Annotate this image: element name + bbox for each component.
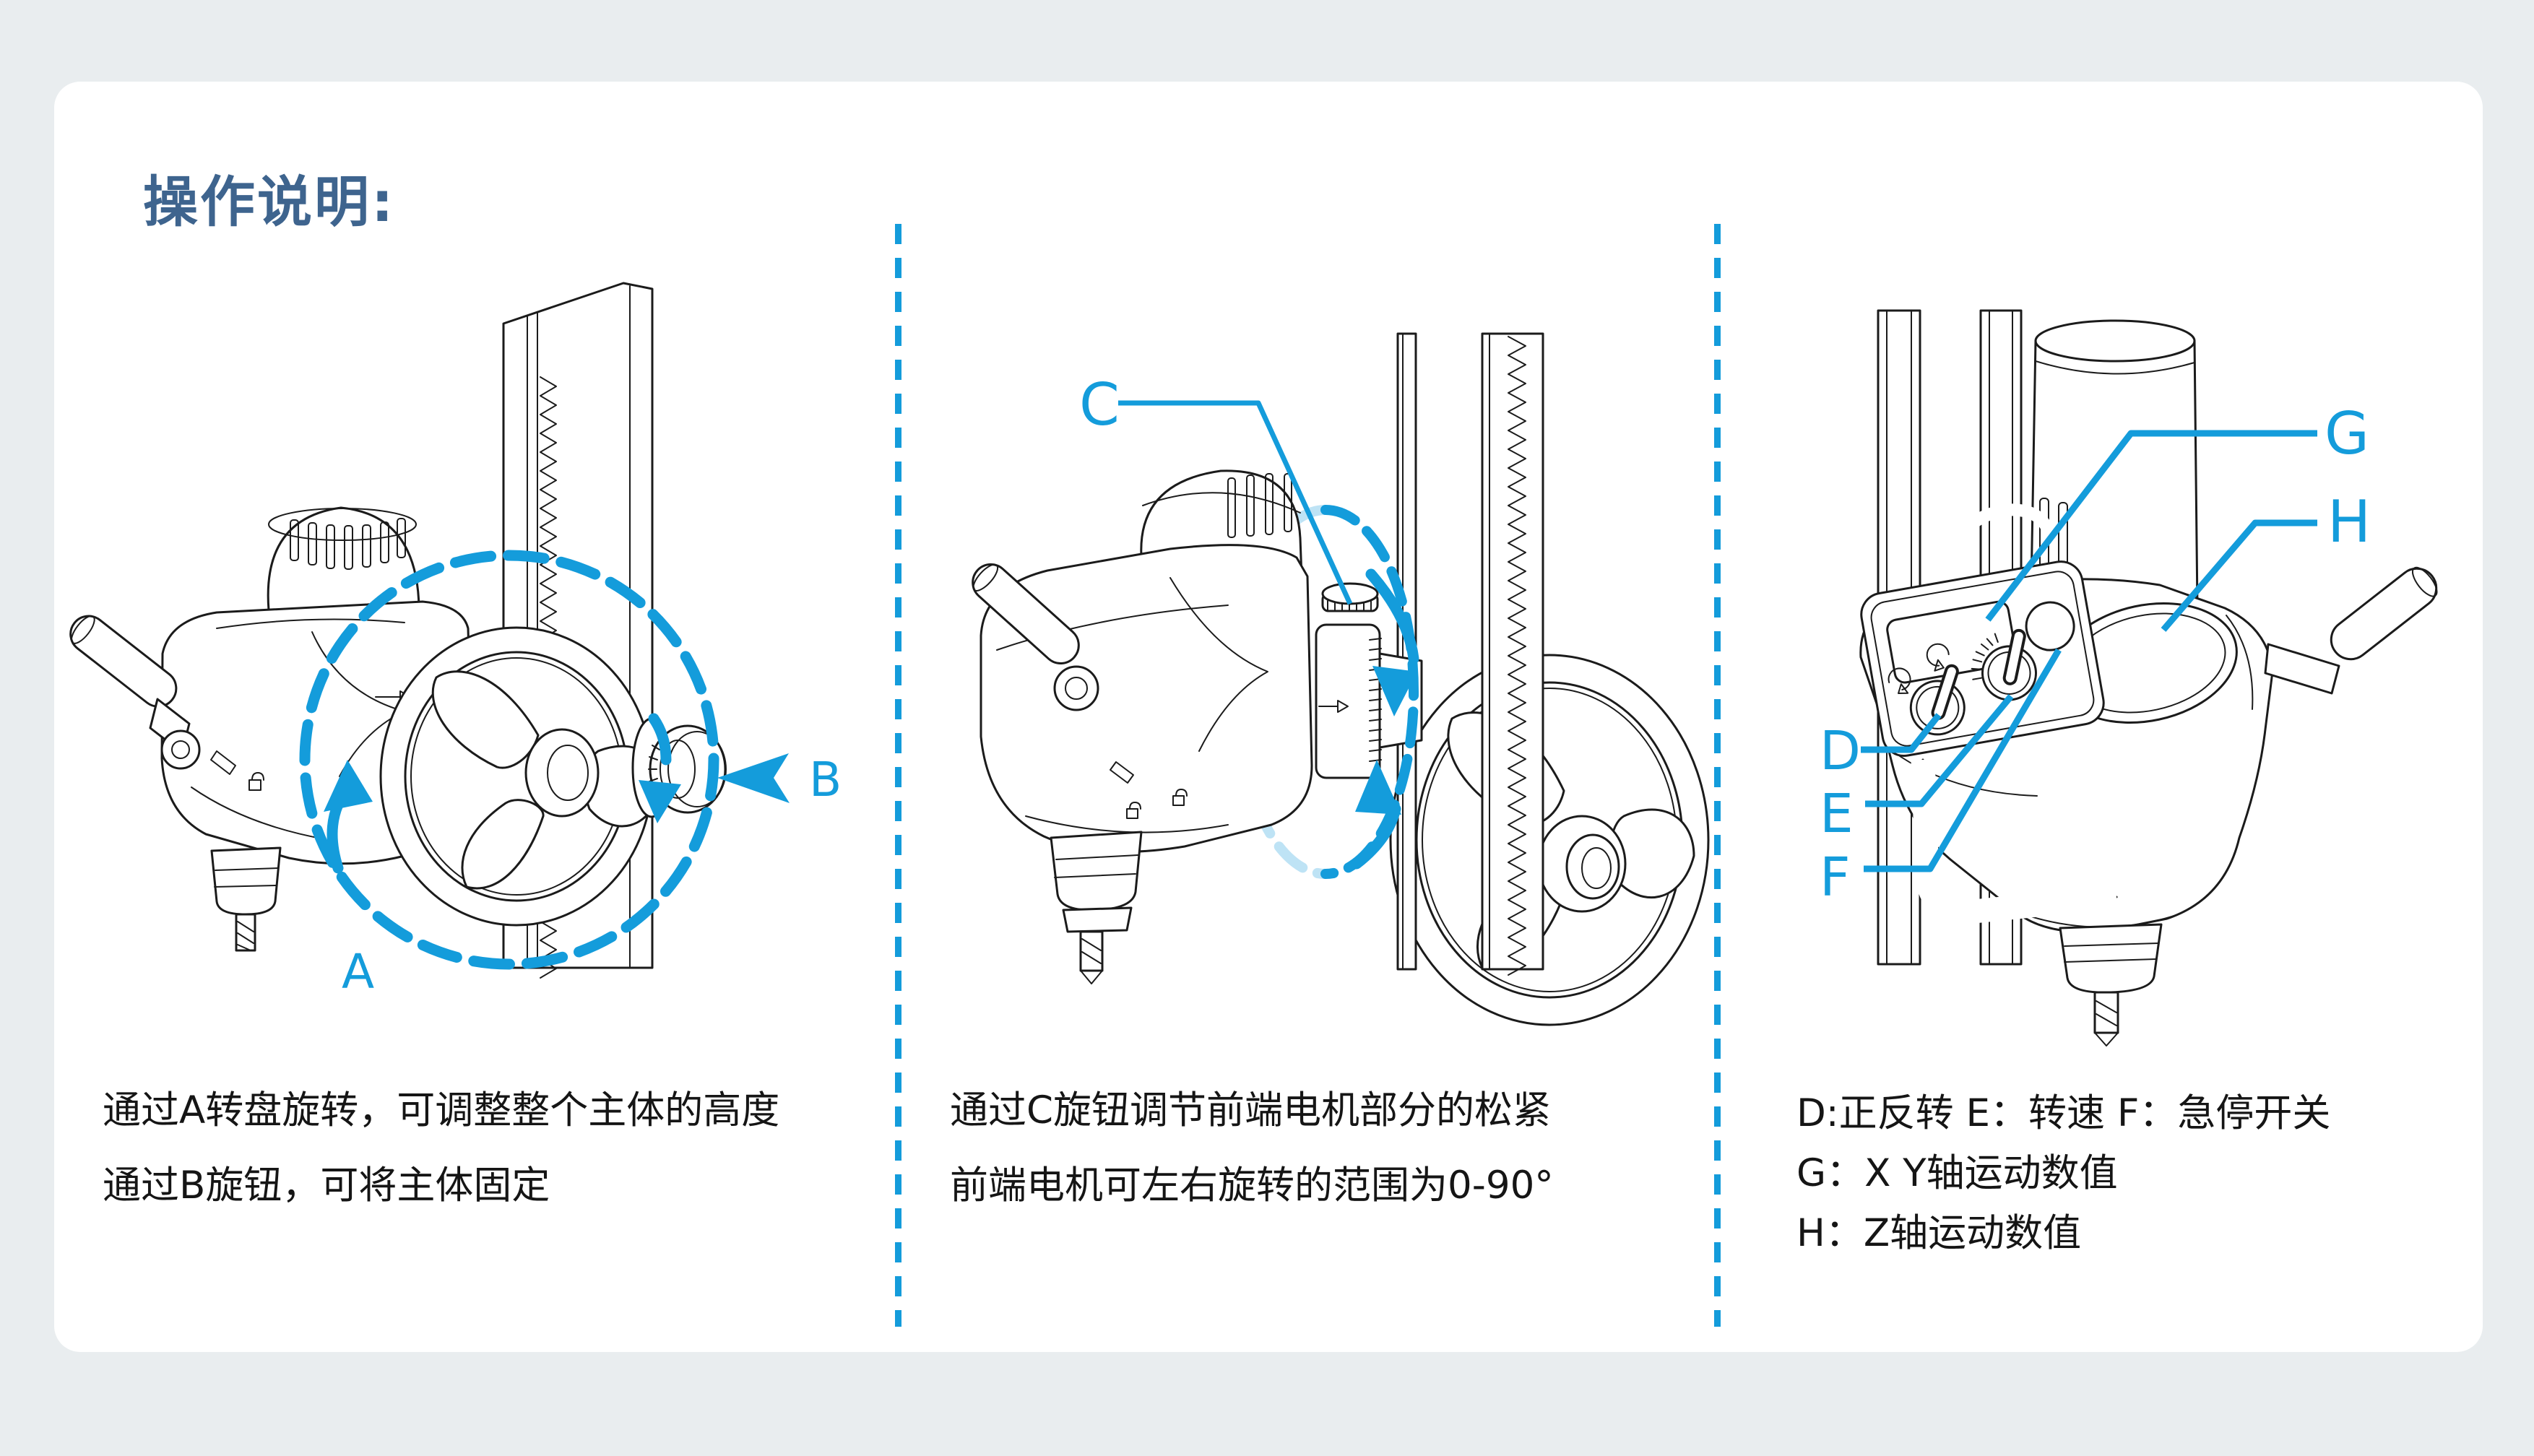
motor-cylinder [2030,319,2199,610]
arrow-down-head [1372,666,1417,716]
panel-height-adjustment: A B 通过A转盘旋转，可调整整个主体的高度 通过B旋钮，可将主体固定 [54,82,895,1352]
arrow-up-tail [1351,803,1401,870]
vent-slots [290,518,406,570]
knurl-ticks [1327,600,1372,612]
callout-A: A [342,944,374,1000]
control-panel [1860,560,2105,757]
caption-line: 通过C旋钮调节前端电机部分的松紧 [950,1088,1552,1132]
arrow-down-tail [648,713,672,766]
caption-line: 前端电机可左右旋转的范围为0-90° [950,1164,1554,1208]
illustration-control-panel: G H D E F [1820,309,2438,1046]
handwheel [1389,654,1710,1026]
guide-bracket-inner [1944,503,2057,586]
rotation-annotation: C [1079,371,1419,879]
caption-line: 通过A转盘旋转，可调整整个主体的高度 [103,1088,780,1132]
pointer-arrow-B [717,753,790,803]
caption-motor-tension: 通过C旋钮调节前端电机部分的松紧 前端电机可左右旋转的范围为0-90° [950,1091,1554,1242]
illustration-height-adjustment: A B [69,282,842,1000]
lever-handle [972,563,1080,664]
speed-knob [1971,628,2037,701]
callout-F: F [1820,846,1851,909]
panel-motor-tension: C 通过C旋钮调节前端电机部分的松紧 前端电机可左右旋转的范围为0-90° [901,82,1714,1352]
panel-control-panel: G H D E F D:正反转 E：转速 F：急停开关 G：X Y轴运动数值 H… [1721,82,2483,1352]
dashed-divider [895,224,901,1327]
arrow-up-head [324,760,373,812]
caption-control-panel: D:正反转 E：转速 F：急停开关 G：X Y轴运动数值 H：Z轴运动数值 [1796,1094,2330,1274]
callout-B: B [809,752,842,807]
direction-knob [1887,643,1966,736]
leader-F [1864,648,2062,872]
rotation-annotation: A B [299,550,842,1000]
leader-E [1865,694,2014,807]
leader-C [1118,400,1353,605]
callout-E: E [1820,783,1854,845]
machine-head [980,469,1313,853]
loop-handle-inner [1911,759,2118,924]
page-title: 操作说明: [143,169,396,234]
illustration-motor-tension: C [972,332,1710,1026]
callout-D: D [1820,720,1861,782]
leader-G [1985,430,2317,622]
callout-G: G [2325,400,2369,467]
chuck-and-bit [1050,831,1143,984]
callout-H: H [2327,488,2371,555]
leader-H [2161,519,2317,632]
emergency-stop-button [2025,601,2075,651]
arrow-down-tail [1365,568,1419,664]
arrow-down-head [639,780,681,823]
instruction-card: 操作说明: [54,82,2483,1352]
caption-line: H：Z轴运动数值 [1796,1211,2082,1255]
callout-annotations: G H D E F [1820,400,2371,909]
leader-D [1861,713,1942,753]
chuck-and-bit [210,846,282,952]
dashed-divider [1714,224,1721,1327]
chuck-and-bit [2059,923,2163,1046]
arrow-up-tail [327,799,344,874]
arrow-up-head [1355,760,1401,815]
caption-height-adjustment: 通过A转盘旋转，可调整整个主体的高度 通过B旋钮，可将主体固定 [103,1091,779,1242]
lever-handle [69,615,201,770]
caption-line: 通过B旋钮，可将主体固定 [103,1164,550,1208]
right-handle [2264,566,2438,695]
caption-line: G：X Y轴运动数值 [1796,1151,2118,1195]
callout-C: C [1079,371,1120,438]
speed-ticks [1971,633,1999,680]
caption-line: D:正反转 E：转速 F：急停开关 [1796,1091,2331,1135]
column-rail [1396,332,1544,976]
